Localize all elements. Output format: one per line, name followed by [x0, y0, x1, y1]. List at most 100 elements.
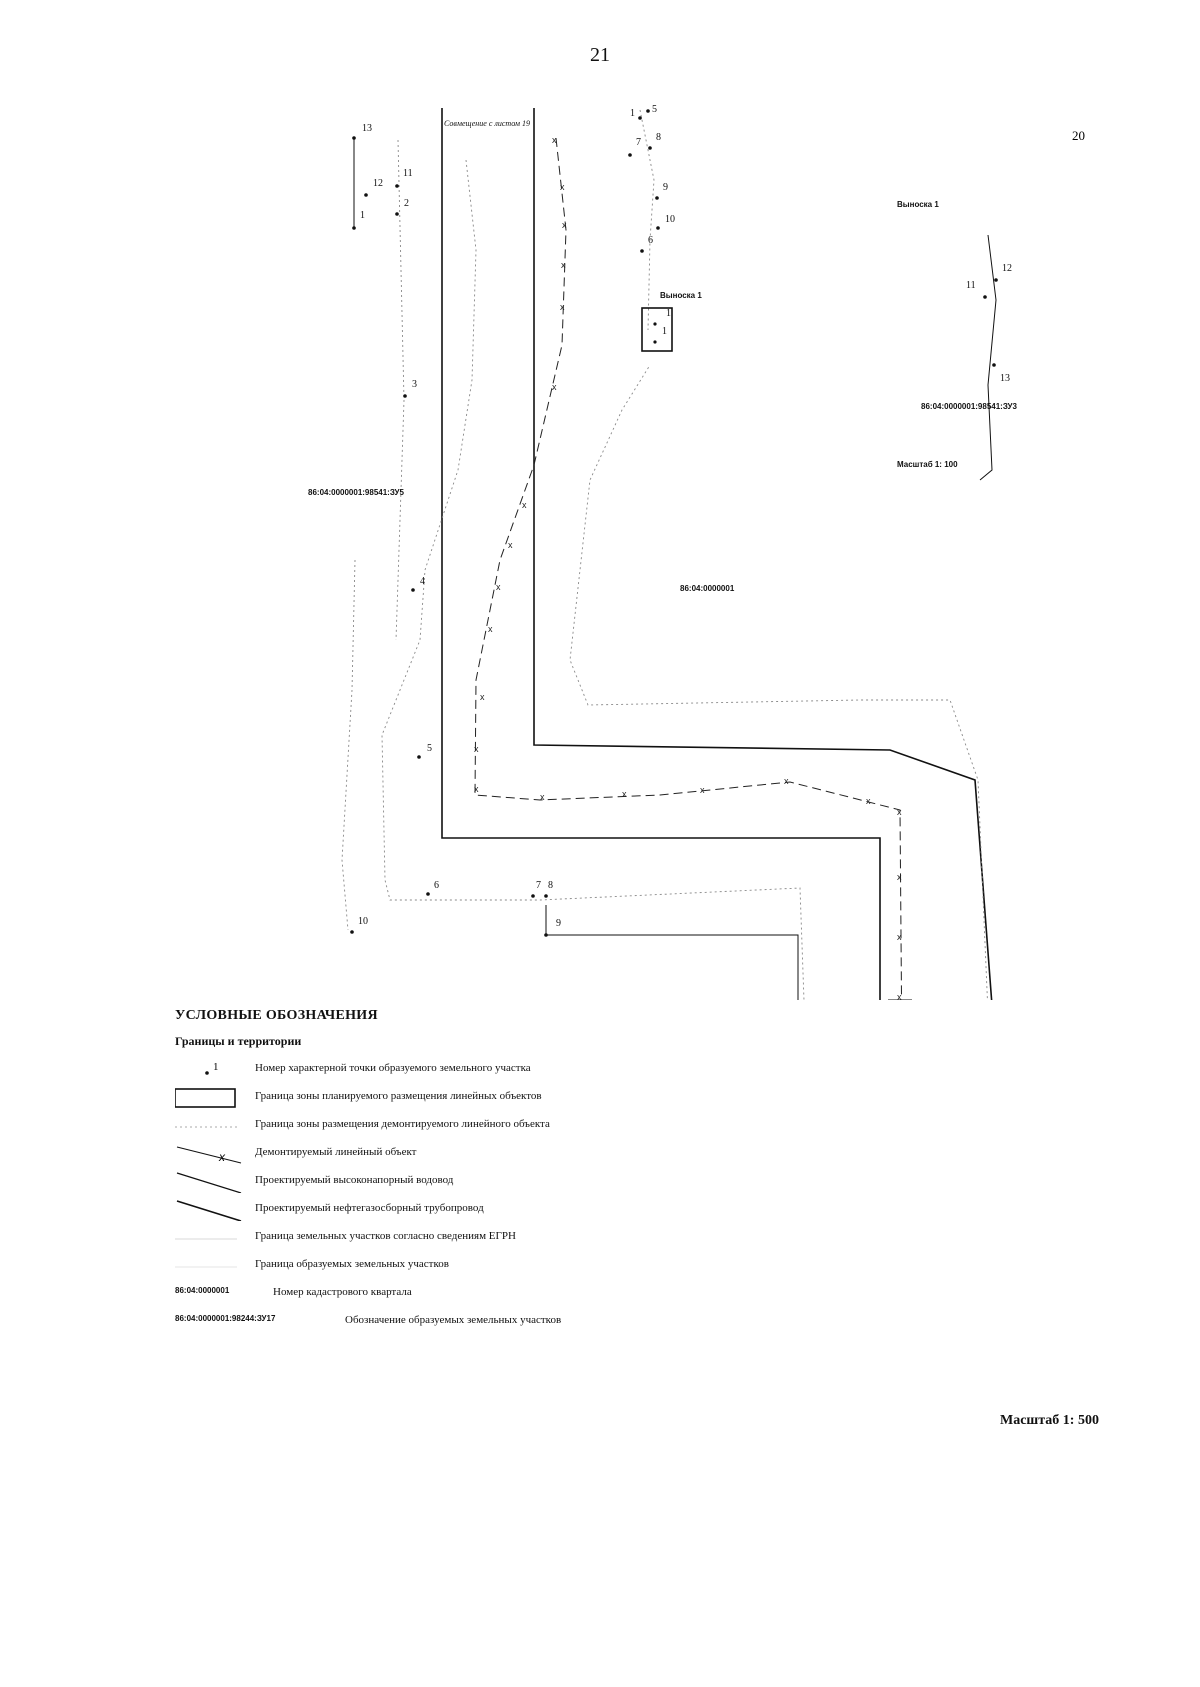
legend-text: Демонтируемый линейный объект: [255, 1146, 417, 1158]
point-number: 12: [1002, 263, 1012, 274]
legend-item: 86:04:0000001 Номер кадастрового квартал…: [175, 1281, 875, 1309]
point-number-symbol: 1: [205, 1061, 219, 1075]
legend-text: Граница земельных участков согласно свед…: [255, 1230, 516, 1242]
svg-text:x: x: [474, 784, 479, 794]
legend-item: 1 Номер характерной точки образуемого зе…: [175, 1057, 875, 1085]
block-label: 86:04:0000001: [680, 584, 735, 593]
svg-text:x: x: [897, 932, 902, 942]
svg-text:x: x: [561, 260, 566, 270]
point-number: 13: [362, 123, 372, 134]
legend-text: Граница образуемых земельных участков: [255, 1258, 449, 1270]
points-left: 13 12 11 1 2 3 4 5 6 10: [350, 123, 439, 934]
dismantled-zone-boundary: [341, 109, 988, 1000]
point-symbol-number: 1: [213, 1061, 219, 1073]
point-number: 2: [404, 198, 409, 209]
legend-item: Проектируемый нефтегазосборный трубопров…: [175, 1197, 875, 1225]
planned-zone-boundary-inner: [533, 108, 993, 1000]
svg-text:x: x: [522, 500, 527, 510]
dismantled-object-crosses: xxx xxx xxx xxx xxx xxx xxx xx: [474, 135, 902, 1000]
svg-text:x: x: [784, 776, 789, 786]
callout-box: [641, 307, 673, 352]
point-number: 11: [403, 168, 413, 179]
point-number: 1: [360, 210, 365, 221]
point-number: 7: [636, 137, 641, 148]
svg-text:x: x: [552, 135, 557, 145]
legend-item: Граница зоны размещения демонтируемого л…: [175, 1113, 875, 1141]
points-bottom: 7 8 9: [531, 880, 561, 937]
legend-text: Номер характерной точки образуемого земе…: [255, 1062, 531, 1074]
point-number: 11: [966, 280, 976, 291]
page-number: 21: [590, 44, 610, 66]
points-top: 1 5 7 8 9 10 6: [628, 104, 675, 253]
sheet-number: 20: [1072, 128, 1085, 143]
point-number: 13: [1000, 373, 1010, 384]
callout-label: Выноска 1: [660, 291, 702, 300]
oil-gas-pipeline-symbol: [176, 1200, 242, 1221]
legend-item: Граница зоны планируемого размещения лин…: [175, 1085, 875, 1113]
point-number: 7: [536, 880, 541, 891]
point-number: 10: [358, 916, 368, 927]
land-parcel-boundaries: [353, 138, 997, 1000]
parcel-label-zu5: 86:04:0000001:98541:ЗУ5: [308, 488, 405, 497]
dismantled-linear-object: [474, 137, 903, 1000]
callout-box-number: 1: [662, 326, 667, 337]
point-number: 4: [420, 576, 425, 587]
map-scale: Масштаб 1: 500: [1000, 1413, 1099, 1428]
water-pipeline-symbol: [176, 1172, 242, 1193]
cross-symbol: x: [218, 1150, 226, 1164]
dismantled-object-symbol: x: [176, 1146, 242, 1164]
legend-code: 86:04:0000001:98244:ЗУ17: [175, 1314, 276, 1323]
parcel-label-zu3: 86:04:0000001:98541:ЗУ3: [921, 402, 1018, 411]
legend-subtitle: Границы и территории: [175, 1034, 302, 1048]
svg-text:x: x: [622, 789, 627, 799]
point-number: 12: [373, 178, 383, 189]
svg-text:x: x: [866, 796, 871, 806]
svg-text:x: x: [560, 182, 565, 192]
planned-zone-symbol: [175, 1088, 236, 1108]
svg-text:x: x: [562, 220, 567, 230]
inset-title: Выноска 1: [897, 200, 939, 209]
svg-text:x: x: [508, 540, 513, 550]
svg-text:x: x: [474, 744, 479, 754]
point-number: 5: [427, 743, 432, 754]
planned-zone-boundary: [441, 108, 881, 1000]
point-number: 8: [656, 132, 661, 143]
dismantled-zone-symbol: [175, 1126, 237, 1128]
point-number: 8: [548, 880, 553, 891]
legend-code: 86:04:0000001: [175, 1286, 230, 1295]
formed-parcel-boundary-symbol: [175, 1266, 237, 1268]
callout-box-number: 1: [666, 308, 671, 319]
point-number: 6: [648, 235, 653, 246]
svg-text:x: x: [897, 872, 902, 882]
point-number: 9: [663, 182, 668, 193]
svg-text:x: x: [560, 302, 565, 312]
legend-text: Номер кадастрового квартала: [273, 1286, 412, 1298]
svg-text:x: x: [480, 692, 485, 702]
legend-text: Граница зоны размещения демонтируемого л…: [255, 1118, 550, 1130]
point-number: 1: [630, 108, 635, 119]
svg-text:x: x: [897, 807, 902, 817]
cadastral-map: 20 xxx xxx xxx xxx xxx xxx xxx xx 1 1 Вы…: [308, 104, 1085, 1000]
point-number: 3: [412, 379, 417, 390]
legend: УСЛОВНЫЕ ОБОЗНАЧЕНИЯ Границы и территори…: [175, 1008, 875, 1337]
svg-text:x: x: [700, 785, 705, 795]
point-number: 5: [652, 104, 657, 115]
legend-title: УСЛОВНЫЕ ОБОЗНАЧЕНИЯ: [175, 1008, 378, 1023]
point-number: 9: [556, 918, 561, 929]
legend-item: Граница образуемых земельных участков: [175, 1253, 875, 1281]
combine-note: Совмещение с листом 19: [444, 119, 530, 128]
legend-item: Граница земельных участков согласно свед…: [175, 1225, 875, 1253]
legend-text: Проектируемый высоконапорный водовод: [255, 1174, 454, 1186]
svg-text:x: x: [540, 792, 545, 802]
egrn-boundary-symbol: [175, 1238, 237, 1240]
inset-scale: Масштаб 1: 100: [897, 460, 958, 469]
svg-text:x: x: [897, 992, 902, 1000]
point-number: 10: [665, 214, 675, 225]
legend-item: x Демонтируемый линейный объект: [175, 1141, 875, 1169]
legend-text: Проектируемый нефтегазосборный трубопров…: [255, 1202, 484, 1214]
svg-text:x: x: [552, 382, 557, 392]
legend-text: Граница зоны планируемого размещения лин…: [255, 1090, 542, 1102]
legend-item: Проектируемый высоконапорный водовод: [175, 1169, 875, 1197]
svg-text:x: x: [496, 582, 501, 592]
legend-item: 86:04:0000001:98244:ЗУ17 Обозначение обр…: [175, 1309, 875, 1337]
